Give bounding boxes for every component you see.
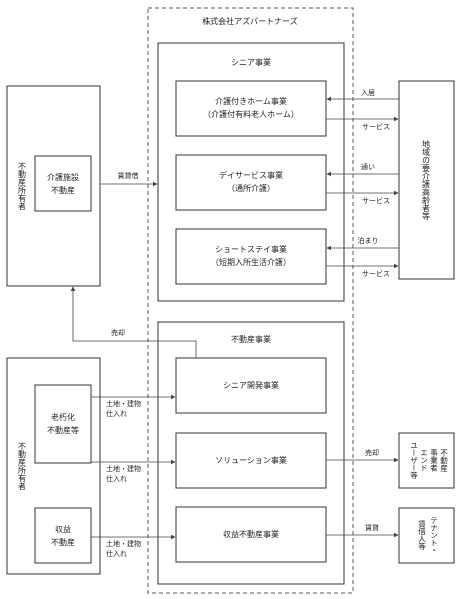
care-facility-property-box (34, 155, 92, 212)
label-purchase-3: 仕入れ (106, 549, 127, 558)
label-land-building-2: 土地・建物 (106, 464, 141, 473)
tenants-col2: 賃借人等 (417, 520, 426, 551)
label-stay: 泊まり (358, 236, 379, 245)
day-service-business-box (175, 154, 327, 211)
label-move-in: 入居 (361, 89, 375, 97)
label-land-building-3: 土地・建物 (106, 539, 141, 548)
label-service-short-stay: サービス (362, 269, 390, 278)
property-owner-top-label: 不動産所有者 (18, 162, 27, 211)
solution-business-label: ソリューション事業 (215, 455, 287, 465)
tenants-box (398, 507, 455, 564)
solution-business-box (175, 432, 327, 489)
care-facility-property-line1: 介護施設 (47, 172, 79, 182)
short-stay-business-line1: ショートステイ事業 (215, 244, 287, 254)
label-land-building-1: 土地・建物 (106, 399, 141, 408)
investors-col4: ユーザー等 (409, 441, 418, 479)
care-facility-property-line2: 不動産 (51, 185, 75, 195)
label-rent-to-tenants: 賃貸 (365, 523, 379, 532)
income-property-business-box (175, 506, 327, 563)
investors-col2: 事業者 (429, 447, 438, 472)
income-property-line1: 収益 (55, 524, 71, 534)
senior-development-label: シニア開発事業 (223, 380, 279, 390)
label-purchase-1: 仕入れ (106, 409, 127, 418)
label-purchase-2: 仕入れ (106, 474, 127, 483)
arrow-sale-to-owner (70, 286, 197, 358)
day-service-business-line1: デイサービス事業 (219, 170, 283, 180)
income-property-line2: 不動産 (51, 537, 75, 547)
label-sale-to-owner: 売却 (111, 328, 125, 337)
company-boundary (147, 7, 354, 594)
label-service-day: サービス (362, 196, 390, 205)
aging-property-box (34, 384, 92, 464)
short-stay-business-line2: （短期入所生活介護） (211, 257, 291, 267)
aging-property-line1: 老朽化 (51, 412, 75, 422)
aging-property-line2: 不動産等 (47, 425, 79, 435)
short-stay-business-box (175, 228, 327, 285)
property-owner-bottom-label: 不動産所有者 (18, 442, 27, 491)
real-estate-business-title: 不動産事業 (231, 334, 271, 344)
care-home-business-line2: （介護付有料老人ホーム） (203, 109, 299, 119)
investors-col3: エンド (420, 449, 429, 472)
senior-business-title: シニア事業 (231, 57, 271, 67)
investors-box (398, 432, 455, 489)
label-sale-to-investors: 売却 (365, 448, 379, 457)
income-property-box (34, 507, 92, 564)
day-service-business-line2: （通所介護） (227, 183, 275, 193)
senior-development-box (175, 357, 327, 414)
investors-col1: 不動産 (439, 448, 448, 472)
label-service-care-home: サービス (362, 122, 390, 131)
company-name: 株式会社アズパートナーズ (202, 16, 298, 26)
tenants-col1: テナント・ (430, 516, 439, 554)
regional-elderly-box (398, 80, 455, 280)
label-lease: 賃貸借 (118, 171, 139, 180)
care-home-business-box (175, 80, 327, 137)
regional-elderly-label: 地域の要介護高齢者等 (422, 139, 431, 220)
label-commute: 通い (361, 162, 375, 171)
income-property-business-label: 収益不動産事業 (223, 529, 279, 539)
care-home-business-line1: 介護付きホーム事業 (215, 96, 287, 106)
